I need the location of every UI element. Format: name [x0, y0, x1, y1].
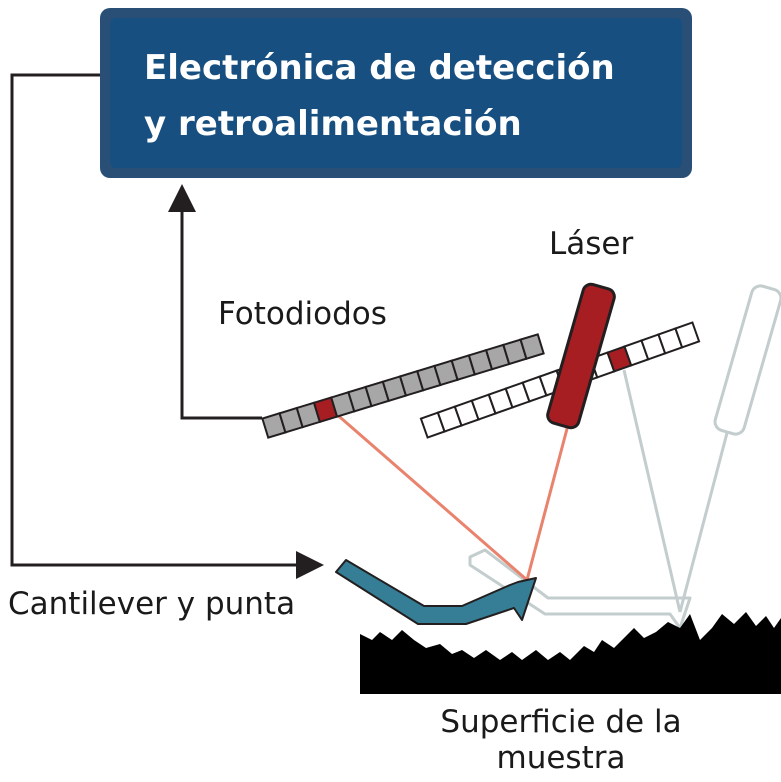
feedback-electronics-box [100, 8, 692, 178]
ghost-laser-group [622, 284, 781, 613]
ghost-reflected-beam [622, 369, 682, 613]
laser-body [546, 282, 616, 430]
photodiode-cell [674, 321, 701, 349]
photodiode-array [261, 333, 545, 439]
laser-incident-beam [525, 424, 570, 581]
ghost-incident-beam [678, 432, 729, 613]
photodiode-signal-arrowhead [168, 184, 196, 212]
photodiode-signal-line [180, 210, 262, 420]
cantilever-feedback-line [10, 73, 300, 567]
cantilever-label: Cantilever y punta [8, 586, 296, 622]
photodiodes-label: Fotodiodos [218, 296, 387, 332]
surface-label-line1: Superficie de la [440, 704, 682, 740]
electronics-box-panel [110, 18, 682, 168]
photodiode-cell [519, 333, 545, 360]
laser-label: Láser [549, 226, 634, 262]
sample-surface [360, 612, 781, 694]
surface-label-line2: muestra [496, 740, 626, 776]
electronics-box-title-line2: y retroalimentación [144, 104, 522, 144]
ghost-laser-body [713, 284, 781, 436]
electronics-box-title: Electrónica de detección y retroalimenta… [110, 40, 680, 152]
cantilever-feedback-arrowhead [296, 551, 324, 579]
laser-reflected-beam [325, 403, 528, 582]
cantilever-and-tip [335, 559, 537, 625]
electronics-box-title-line1: Electrónica de detección [144, 48, 615, 88]
